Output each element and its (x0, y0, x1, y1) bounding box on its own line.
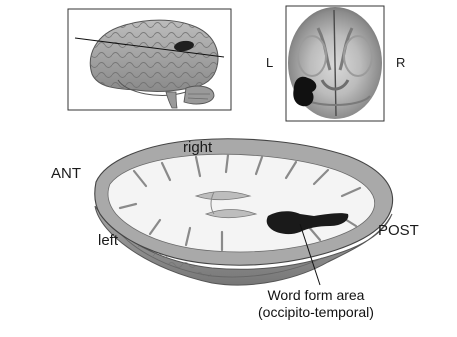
scan-left-label: L (266, 56, 273, 69)
scan-right-label: R (396, 56, 405, 69)
slice-right-label: right (183, 140, 212, 155)
callout-subtitle: (occipito-temporal) (258, 304, 374, 321)
slice-posterior-label: POST (378, 223, 419, 238)
slice-anterior-label: ANT (51, 166, 81, 181)
slice-left-label: left (98, 233, 118, 248)
axial-brain-slice (95, 139, 393, 285)
callout-title: Word form area (258, 287, 374, 304)
axial-scan-inset (286, 6, 384, 121)
word-form-area-callout: Word form area (occipito-temporal) (258, 287, 374, 321)
lateral-brain-inset (68, 9, 231, 110)
